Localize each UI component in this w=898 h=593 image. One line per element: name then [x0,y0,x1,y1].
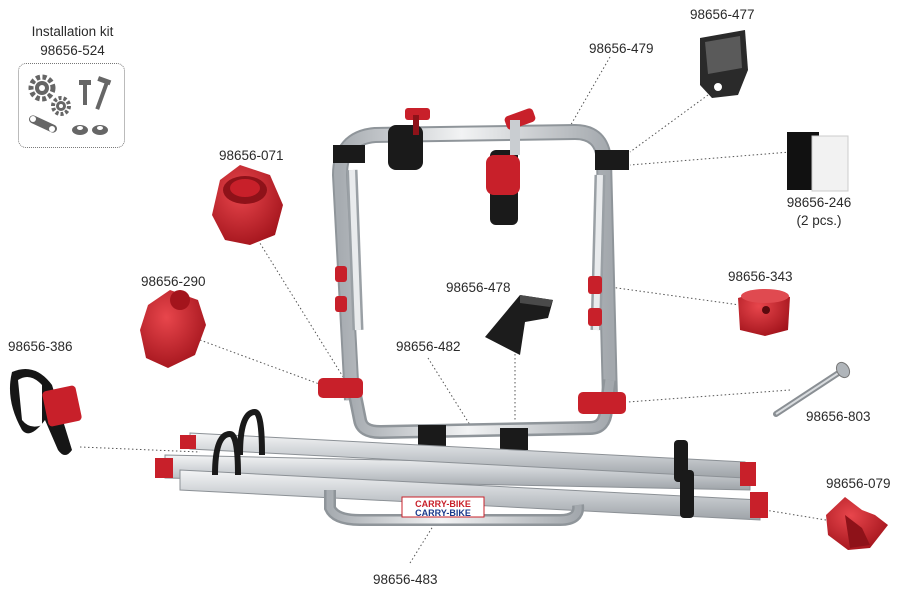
part-98656-246 [787,132,849,192]
leader-483 [409,514,441,564]
label-98656-482: 98656-482 [396,339,461,354]
part-98656-478 [485,295,553,355]
frame-clip [588,276,602,294]
label-98656-477: 98656-477 [690,7,755,22]
label-98656-071: 98656-071 [219,148,284,163]
part-98656-386 [9,368,82,455]
sticker-text-2: CARRY-BIKE [415,508,471,518]
sticker-text-1: CARRY-BIKE [415,499,471,509]
hinge-knob-left [318,378,363,398]
top-bracket-right [595,150,629,170]
installation-kit-code: 98656-524 [40,43,105,58]
top-bracket-left [333,145,365,163]
label-98656-343: 98656-343 [728,269,793,284]
installation-kit-box [18,63,125,148]
carrier-frame [318,108,629,450]
frame-clip [335,296,347,312]
part-98656-803 [773,361,851,417]
label-98656-479: 98656-479 [589,41,654,56]
leader-477 [629,94,709,153]
label-98656-079: 98656-079 [826,476,891,491]
label-98656-246: 98656-246 [786,195,852,210]
hinge-knob-right [578,392,626,414]
frame-clip [335,266,347,282]
carry-bike-sticker [401,496,485,518]
installation-kit-title: Installation kit [31,24,114,39]
spacer-bracket [418,425,446,447]
label-98656-246-qty: (2 pcs.) [796,213,842,228]
leader-803 [627,389,791,403]
leader-479 [564,56,611,136]
gear-icon [28,74,71,116]
label-98656-478: 98656-478 [446,280,511,295]
leader-246 [629,151,791,166]
washer-icon [72,125,108,135]
leader-386 [79,446,201,453]
chain-icon [29,115,57,133]
leader-lines [79,56,827,564]
leader-482 [427,357,471,426]
part-98656-290 [140,290,206,368]
leader-079 [764,509,827,521]
frame-holder-left [388,108,430,170]
label-98656-290: 98656-290 [141,274,206,289]
spacer-bracket [500,428,528,450]
frame-clip [588,308,602,326]
label-98656-386: 98656-386 [8,339,73,354]
screw-icon [79,76,112,110]
part-98656-079 [826,497,888,550]
installation-kit-icons [28,74,112,135]
part-98656-071 [212,165,283,245]
bike-rails: CARRY-BIKE CARRY-BIKE [155,408,768,526]
leader-343 [609,286,741,306]
label-98656-483: 98656-483 [373,572,438,587]
part-98656-343 [738,289,790,336]
frame-holder-middle [486,108,536,225]
leader-071 [257,239,346,381]
leader-290 [199,339,323,386]
part-98656-477 [700,30,748,98]
label-98656-803: 98656-803 [806,409,871,424]
